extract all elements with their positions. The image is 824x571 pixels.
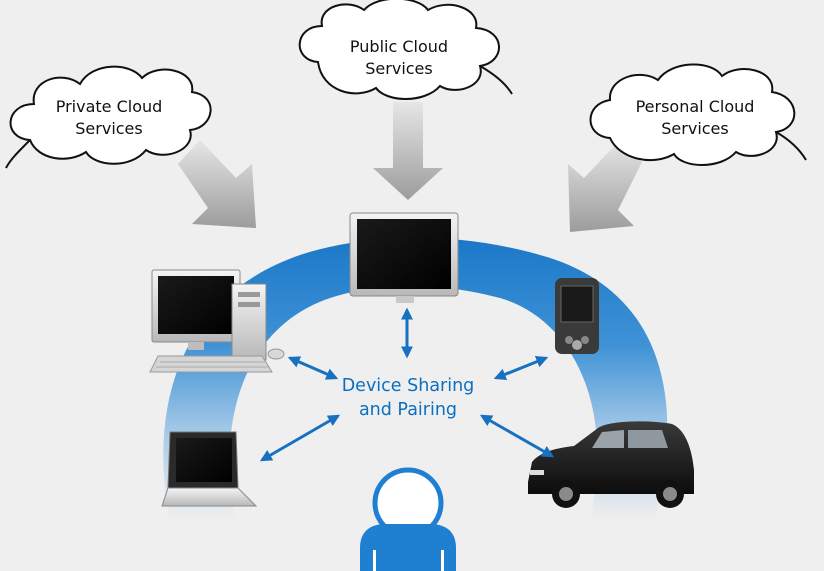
personal-cloud-label-line2: Services bbox=[661, 119, 729, 138]
private-cloud-label-line1: Private Cloud bbox=[55, 97, 163, 116]
public-cloud-label-line2: Services bbox=[365, 59, 433, 78]
private-cloud-label-line2: Services bbox=[75, 119, 143, 138]
device-sharing-label-line1: Device Sharing bbox=[341, 376, 475, 396]
link-arrow-desktop bbox=[287, 356, 339, 380]
personal-cloud-label-line1: Personal Cloud bbox=[635, 97, 755, 116]
pda bbox=[555, 278, 599, 354]
private-cloud-label: Private Cloud Services bbox=[44, 96, 174, 140]
personal-cloud-arrow bbox=[568, 140, 642, 232]
personal-cloud-label: Personal Cloud Services bbox=[620, 96, 770, 140]
device-sharing-label-line2: and Pairing bbox=[358, 400, 458, 420]
user-person bbox=[360, 467, 456, 571]
private-cloud bbox=[5, 65, 212, 169]
public-cloud-label: Public Cloud Services bbox=[334, 36, 464, 80]
device-sharing-label: Device Sharing and Pairing bbox=[326, 374, 490, 422]
link-arrow-pda bbox=[493, 355, 549, 381]
public-cloud-arrow bbox=[373, 102, 443, 200]
public-cloud bbox=[298, 0, 513, 100]
personal-cloud bbox=[589, 63, 807, 166]
desktop-computer bbox=[149, 269, 285, 373]
laptop bbox=[161, 431, 258, 507]
suv-car bbox=[528, 421, 694, 508]
public-cloud-label-line1: Public Cloud bbox=[349, 37, 449, 56]
private-cloud-arrow bbox=[178, 140, 256, 228]
flat-monitor bbox=[349, 212, 459, 303]
link-arrow-car bbox=[479, 414, 555, 458]
device-ring bbox=[163, 237, 668, 520]
link-arrow-laptop bbox=[259, 414, 341, 462]
